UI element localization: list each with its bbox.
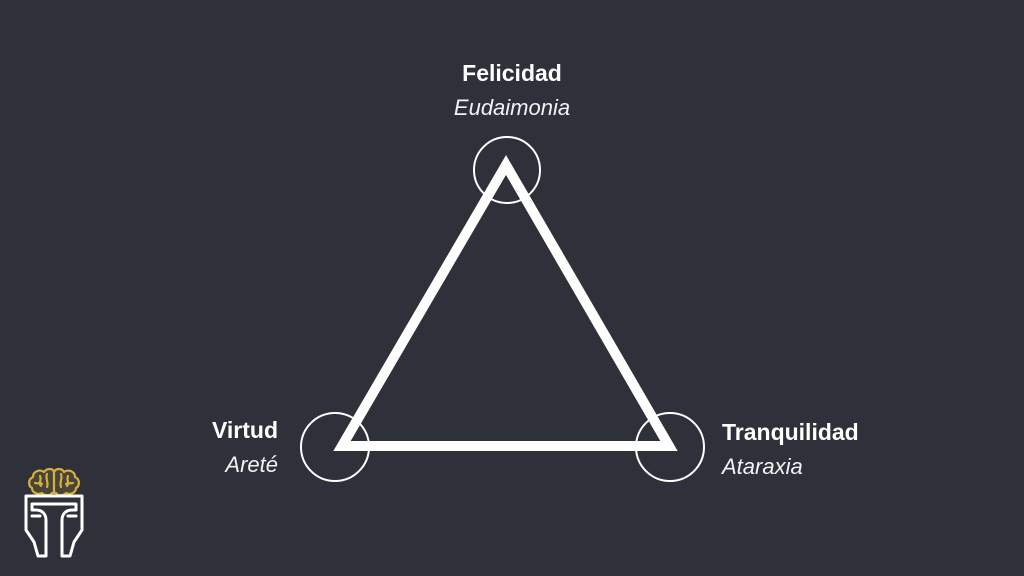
helmet-icon	[24, 494, 84, 558]
vertex-circle-right	[635, 412, 705, 482]
node-name-tranquilidad: Tranquilidad	[722, 419, 859, 445]
node-sub-arete: Areté	[225, 452, 278, 477]
node-label-tranquilidad: Tranquilidad Ataraxia	[722, 421, 942, 478]
node-sub-ataraxia: Ataraxia	[722, 454, 803, 479]
vertex-circle-top	[473, 136, 541, 204]
brain-icon	[28, 467, 80, 497]
node-label-felicidad: Felicidad Eudaimonia	[412, 62, 612, 119]
vertex-circle-left	[300, 412, 370, 482]
node-name-felicidad: Felicidad	[462, 60, 562, 86]
brain-helmet-logo-icon	[24, 467, 84, 558]
triangle-shape	[333, 155, 678, 451]
node-sub-eudaimonia: Eudaimonia	[453, 95, 571, 120]
node-name-virtud: Virtud	[211, 417, 278, 443]
node-label-virtud: Virtud Areté	[98, 419, 278, 476]
